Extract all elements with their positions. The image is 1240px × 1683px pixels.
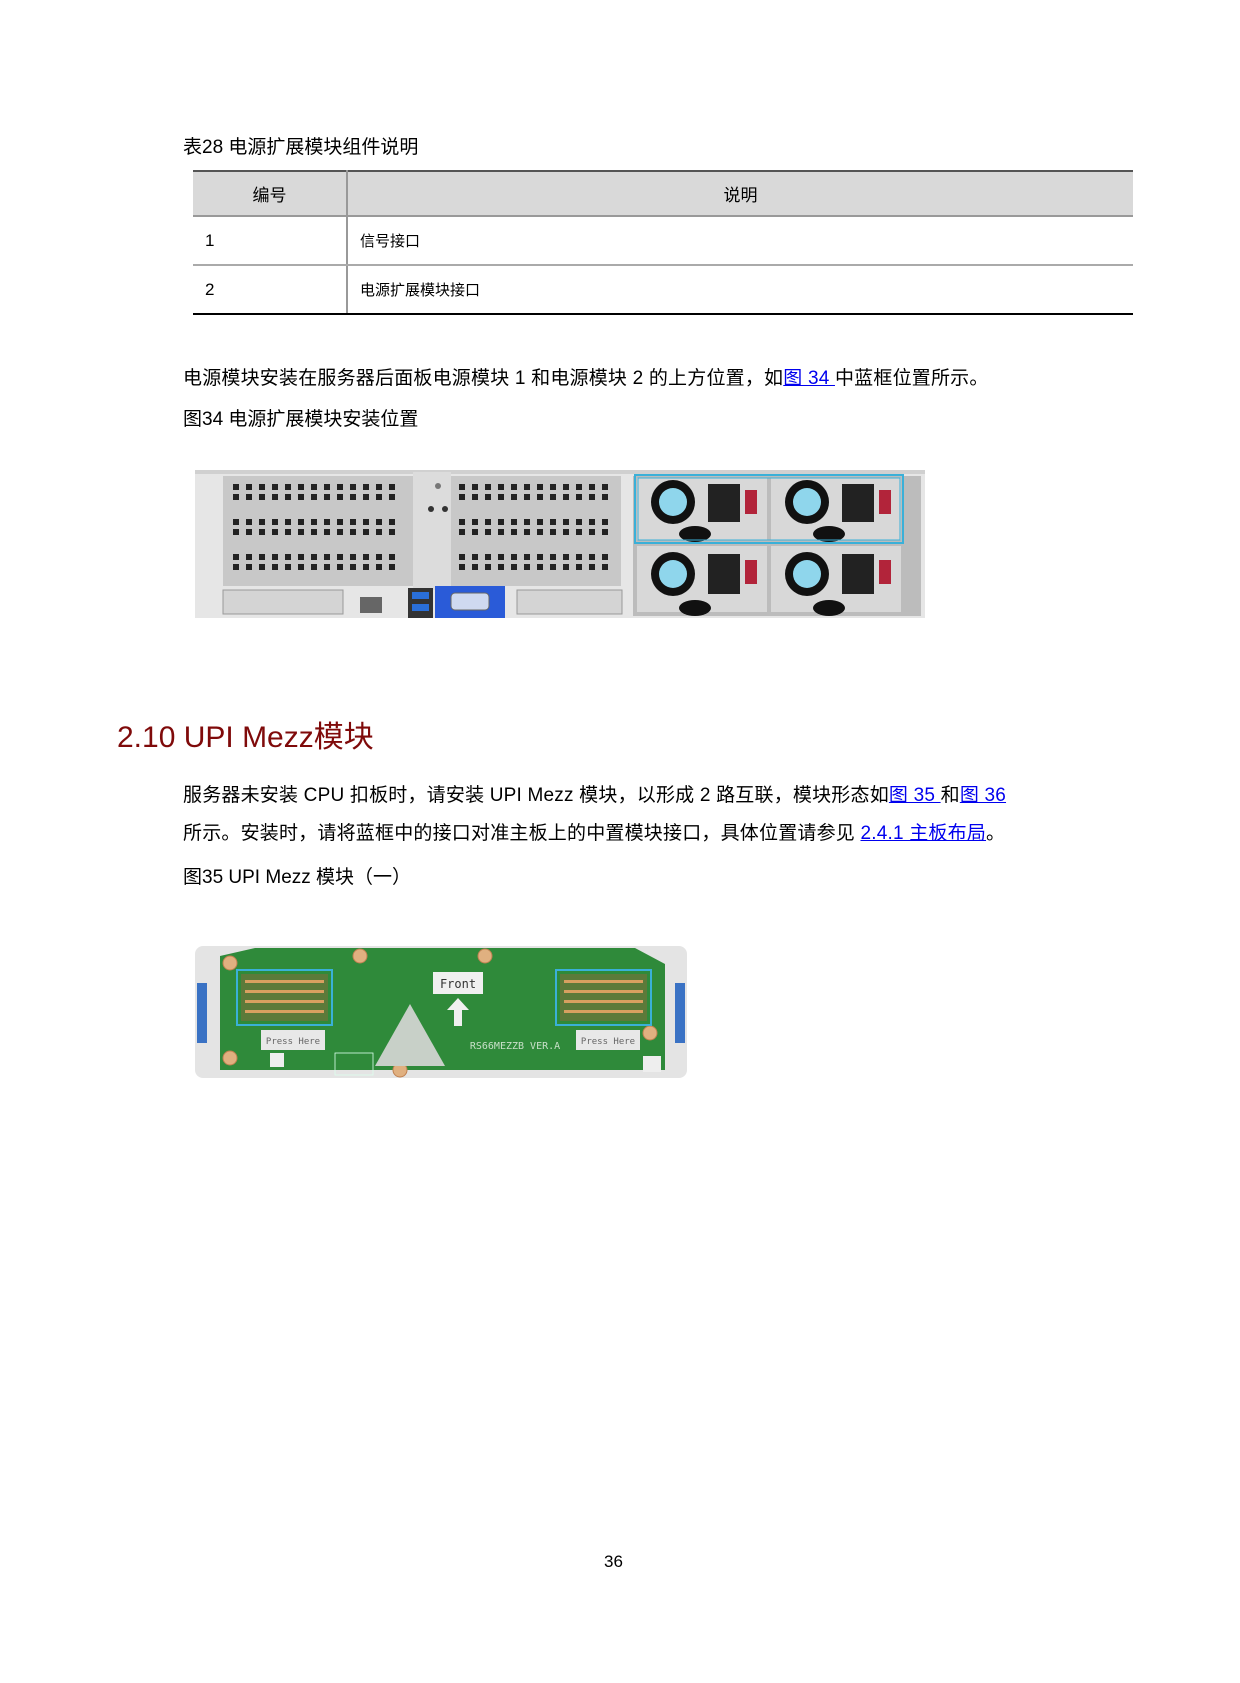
header-number: 编号 xyxy=(193,170,348,217)
table-caption: 表28 电源扩展模块组件说明 xyxy=(183,137,419,158)
press-here-left: Press Here xyxy=(266,1037,320,1047)
paragraph-text: 服务器未安装 CPU 扣板时，请安装 UPI Mezz 模块，以形成 2 路互联… xyxy=(183,785,889,806)
upi-mezz-module-image: Press Here Press Here Front RS66MEZZB VE… xyxy=(195,946,687,1078)
front-label: Front xyxy=(440,977,476,991)
psu-unit xyxy=(637,478,767,540)
table-row: 2 电源扩展模块接口 xyxy=(193,265,1133,315)
cell-number: 2 xyxy=(193,265,348,315)
paragraph-psu-position: 电源模块安装在服务器后面板电源模块 1 和电源模块 2 的上方位置，如图 34 … xyxy=(183,363,989,390)
figure-35-caption: 图35 UPI Mezz 模块（一） xyxy=(183,867,412,888)
model-label: RS66MEZZB VER.A xyxy=(470,1041,560,1052)
section-heading: 2.10 UPI Mezz模块 xyxy=(117,721,374,754)
table-row: 1 信号接口 xyxy=(193,216,1133,266)
cell-description: 信号接口 xyxy=(347,216,1133,266)
components-table: 编号 说明 1 信号接口 2 电源扩展模块接口 xyxy=(193,170,1133,315)
paragraph-text: 。 xyxy=(986,823,1006,844)
cell-number: 1 xyxy=(193,216,348,266)
paragraph-text: 所示。安装时，请将蓝框中的接口对准主板上的中置模块接口，具体位置请参见 xyxy=(183,823,861,844)
link-figure-35[interactable]: 图 35 xyxy=(888,785,941,806)
header-description: 说明 xyxy=(347,170,1133,217)
page-number: 36 xyxy=(604,1552,623,1571)
paragraph-upi-line1: 服务器未安装 CPU 扣板时，请安装 UPI Mezz 模块，以形成 2 路互联… xyxy=(183,780,1006,807)
paragraph-text: 和 xyxy=(940,785,960,806)
table-header-row: 编号 说明 xyxy=(193,170,1133,217)
link-section-2-4-1[interactable]: 2.4.1 主板布局 xyxy=(860,823,987,844)
press-here-right: Press Here xyxy=(581,1037,635,1047)
paragraph-text: 电源模块安装在服务器后面板电源模块 1 和电源模块 2 的上方位置，如 xyxy=(183,368,784,389)
server-rear-panel-image xyxy=(195,470,925,618)
figure-34-caption: 图34 电源扩展模块安装位置 xyxy=(183,409,419,430)
paragraph-upi-line2: 所示。安装时，请将蓝框中的接口对准主板上的中置模块接口，具体位置请参见 2.4.… xyxy=(183,818,1005,845)
paragraph-text: 中蓝框位置所示。 xyxy=(834,368,989,389)
cell-description: 电源扩展模块接口 xyxy=(347,265,1133,315)
link-figure-36[interactable]: 图 36 xyxy=(959,785,1007,806)
link-figure-34[interactable]: 图 34 xyxy=(783,368,835,389)
